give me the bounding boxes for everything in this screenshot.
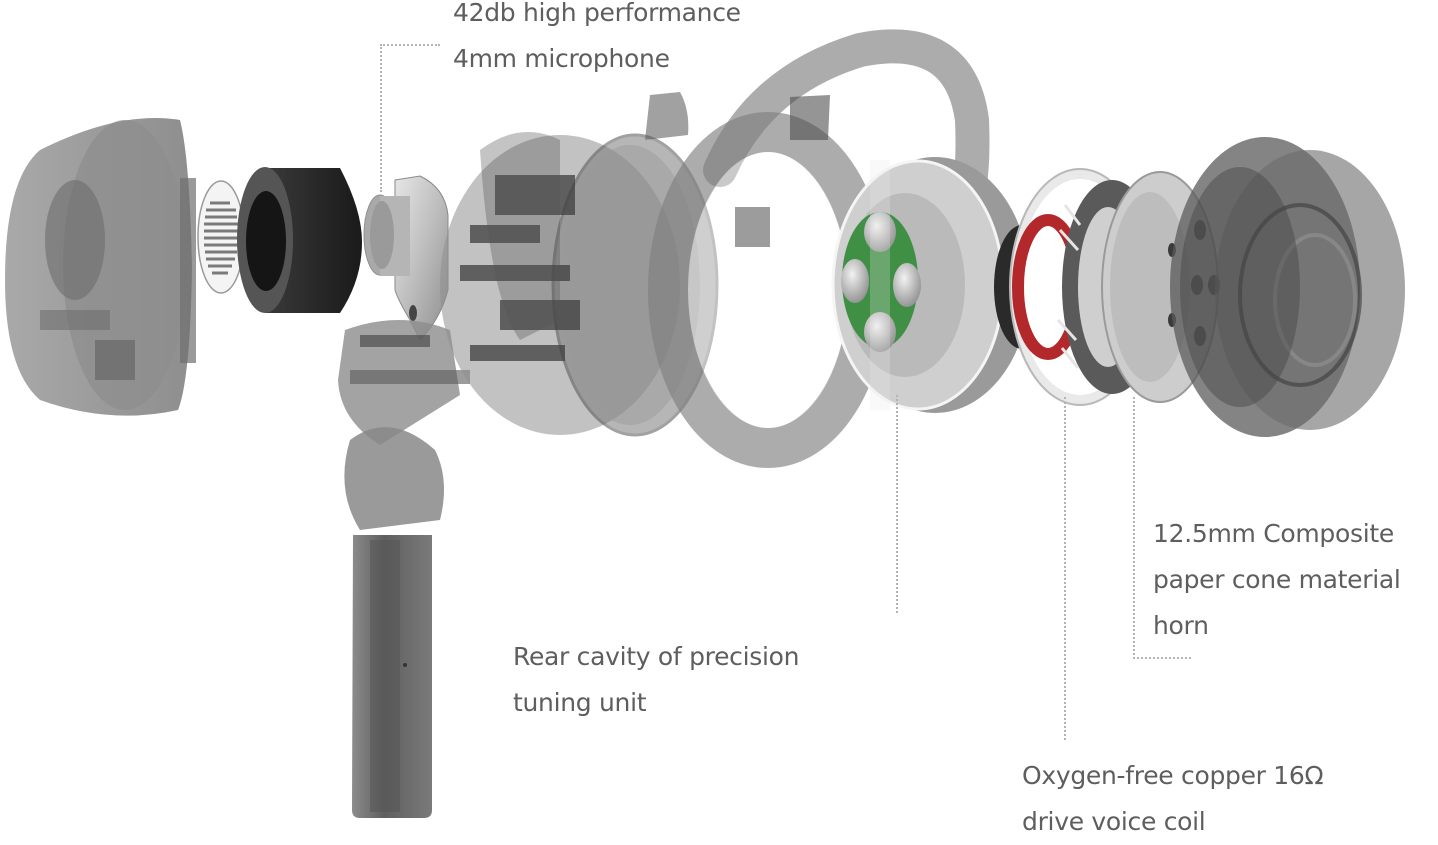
callout-cone-line-3: horn	[1153, 611, 1209, 640]
callout-microphone-line-2: 4mm microphone	[453, 44, 670, 73]
front-cavity	[1170, 137, 1405, 437]
callout-voice-coil-line-2: drive voice coil	[1022, 807, 1206, 836]
leader-microphone-h	[380, 44, 440, 46]
callout-rear-cavity-line-1: Rear cavity of precision	[513, 642, 800, 671]
callout-rear-cavity: Rear cavity of precision tuning unit	[513, 634, 799, 726]
callout-voice-coil-line-1: Oxygen-free copper 16Ω	[1022, 761, 1324, 790]
leader-cone	[1133, 397, 1135, 659]
callout-cone-line-2: paper cone material	[1153, 565, 1401, 594]
leader-microphone-v	[380, 44, 382, 192]
driver-front	[831, 157, 1030, 413]
callout-cone: 12.5mm Composite paper cone material hor…	[1153, 511, 1401, 649]
callout-cone-line-1: 12.5mm Composite	[1153, 519, 1394, 548]
stem	[338, 320, 470, 818]
callout-rear-cavity-line-2: tuning unit	[513, 688, 647, 717]
leader-rear-cavity	[896, 395, 898, 613]
foam-cylinder	[237, 167, 362, 313]
microphone	[363, 175, 449, 341]
callout-voice-coil: Oxygen-free copper 16Ω drive voice coil	[1022, 753, 1324, 845]
callout-microphone: 42db high performance 4mm microphone	[453, 0, 741, 82]
leader-cone-h	[1133, 657, 1191, 659]
callout-microphone-line-1: 42db high performance	[453, 0, 741, 27]
outer-shell	[5, 118, 196, 416]
leader-voice-coil	[1064, 397, 1066, 740]
